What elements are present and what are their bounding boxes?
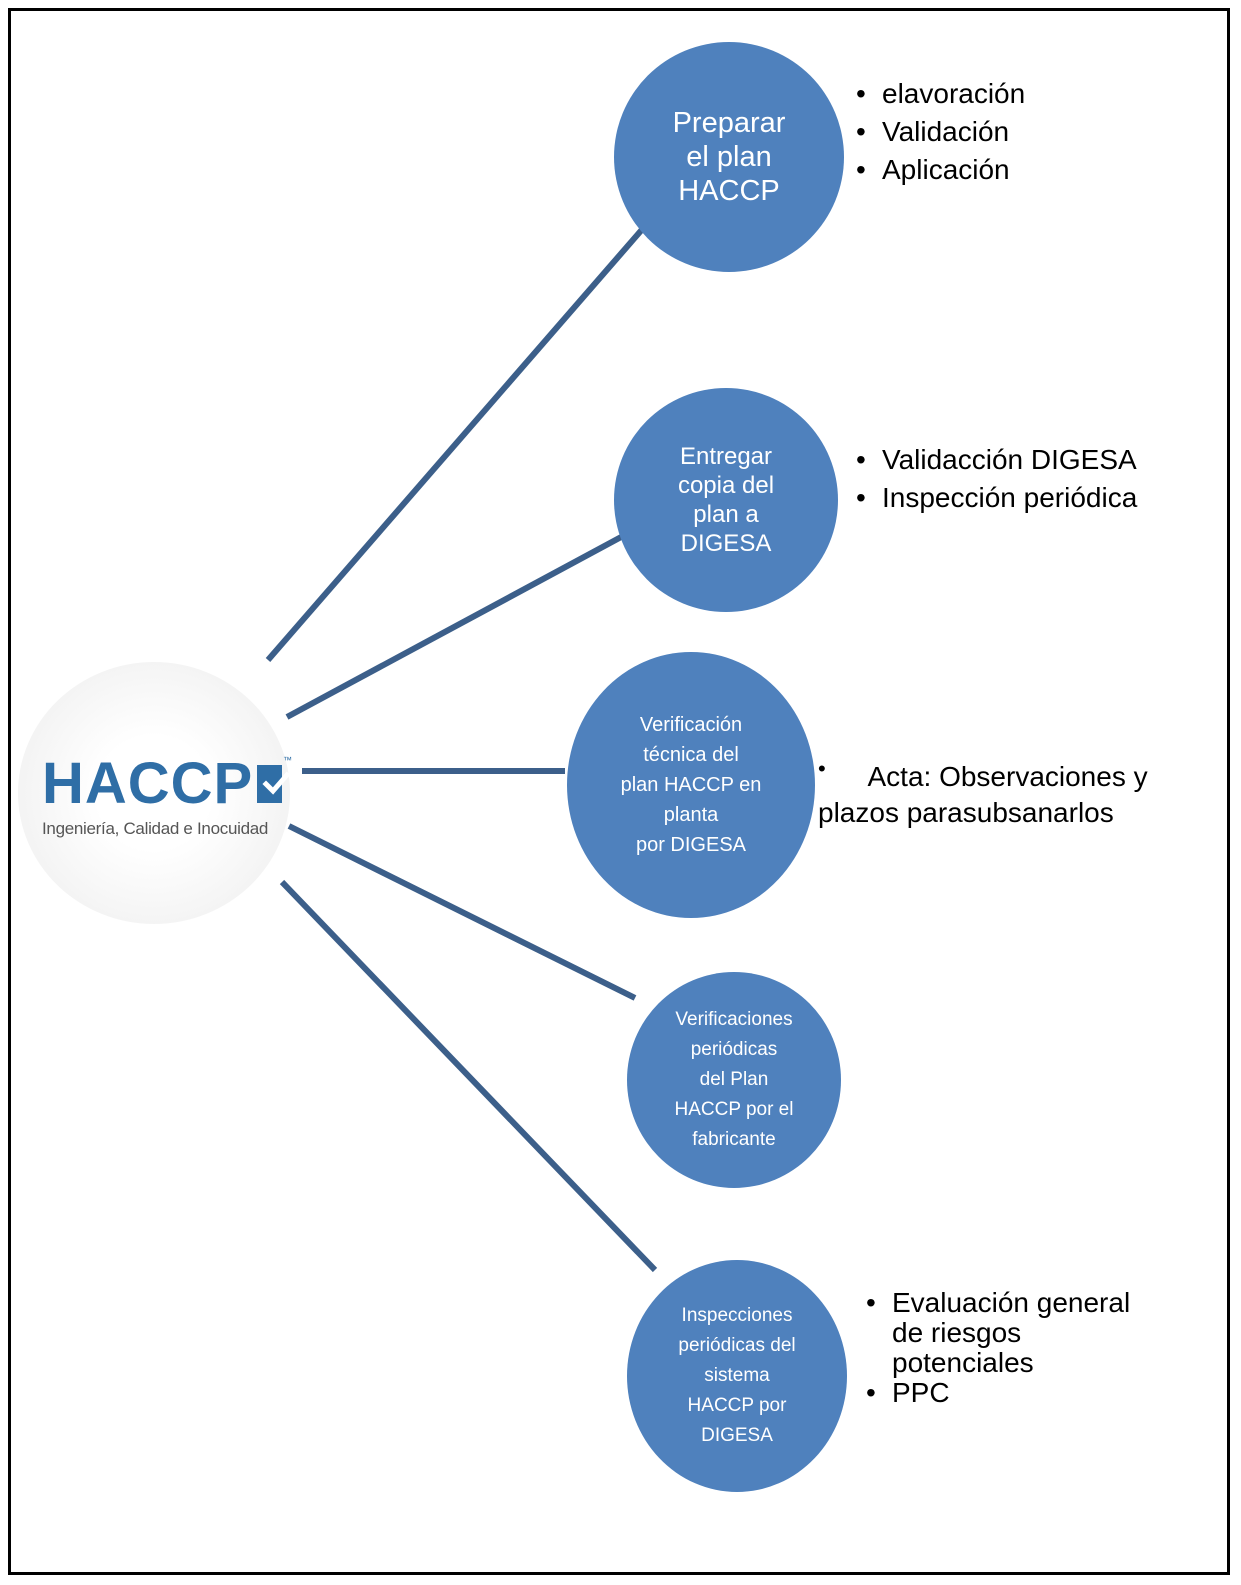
bullets-entregar: Validacción DIGESA Inspección periódica — [856, 441, 1137, 517]
node-verificacion-tecnica: Verificación técnica del plan HACCP en p… — [567, 652, 815, 918]
logo-tagline: Ingeniería, Calidad e Inocuidad — [42, 819, 269, 838]
checkmark-icon — [257, 765, 291, 803]
node-verificaciones-periodicas: Verificaciones periódicas del Plan HACCP… — [627, 972, 841, 1188]
page-frame — [8, 8, 1230, 1575]
list-item: elavoración — [856, 75, 1025, 113]
list-item: PPC — [866, 1378, 1166, 1409]
connector-4 — [287, 823, 637, 1001]
haccp-logo: HACCP ™ Ingeniería, Calidad e Inocuidad — [42, 751, 292, 839]
node-inspecciones-periodicas: Inspecciones periódicas del sistema HACC… — [627, 1260, 847, 1492]
list-item: Validación — [856, 113, 1025, 151]
connector-2 — [285, 533, 625, 720]
bullets-inspecciones: Evaluación general de riesgos potenciale… — [866, 1288, 1166, 1409]
node-preparar: Preparar el plan HACCP — [614, 42, 844, 272]
list-item: Validacción DIGESA — [856, 441, 1137, 479]
list-item: Evaluación general de riesgos potenciale… — [866, 1288, 1166, 1378]
node-entregar: Entregar copia del plan a DIGESA — [614, 388, 838, 612]
bullets-preparar: elavoración Validación Aplicación — [856, 75, 1025, 189]
list-item: Aplicación — [856, 151, 1025, 189]
hub-circle — [18, 662, 290, 924]
logo-wordmark: HACCP — [42, 751, 254, 816]
connector-5 — [279, 879, 658, 1273]
acta-note: • Acta: Observaciones y plazos parasubsa… — [818, 756, 1148, 828]
list-item: Inspección periódica — [856, 479, 1137, 517]
connector-1 — [265, 216, 655, 662]
